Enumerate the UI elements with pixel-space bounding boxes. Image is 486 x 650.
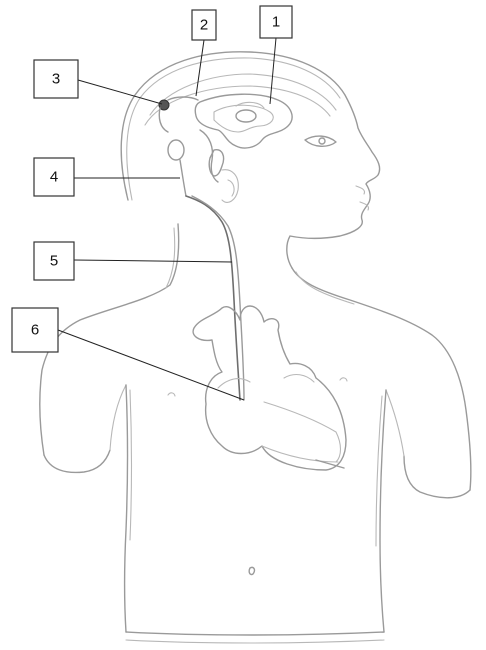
face-features (305, 136, 369, 210)
head-outline (121, 52, 379, 268)
label-5: 5 (34, 242, 74, 280)
label-2: 2 (192, 10, 216, 40)
label-2-text: 2 (200, 17, 208, 34)
spinal-nerve (186, 196, 244, 400)
pointer-2 (196, 40, 204, 96)
pointer-lines (58, 38, 276, 400)
pointer-6 (58, 330, 244, 400)
brain-internal (159, 97, 238, 202)
label-3: 3 (34, 60, 78, 98)
pointer-3 (78, 80, 162, 104)
heart (193, 306, 346, 470)
pointer-1 (270, 38, 276, 104)
label-1: 1 (260, 6, 292, 38)
label-4-text: 4 (50, 169, 58, 186)
label-6-text: 6 (31, 322, 39, 339)
label-5-text: 5 (50, 253, 58, 270)
label-3-text: 3 (52, 71, 60, 88)
label-6: 6 (12, 308, 58, 352)
label-4: 4 (34, 158, 74, 196)
pointer-5 (74, 260, 232, 262)
label-1-text: 1 (272, 14, 280, 31)
body-outline (40, 224, 471, 643)
